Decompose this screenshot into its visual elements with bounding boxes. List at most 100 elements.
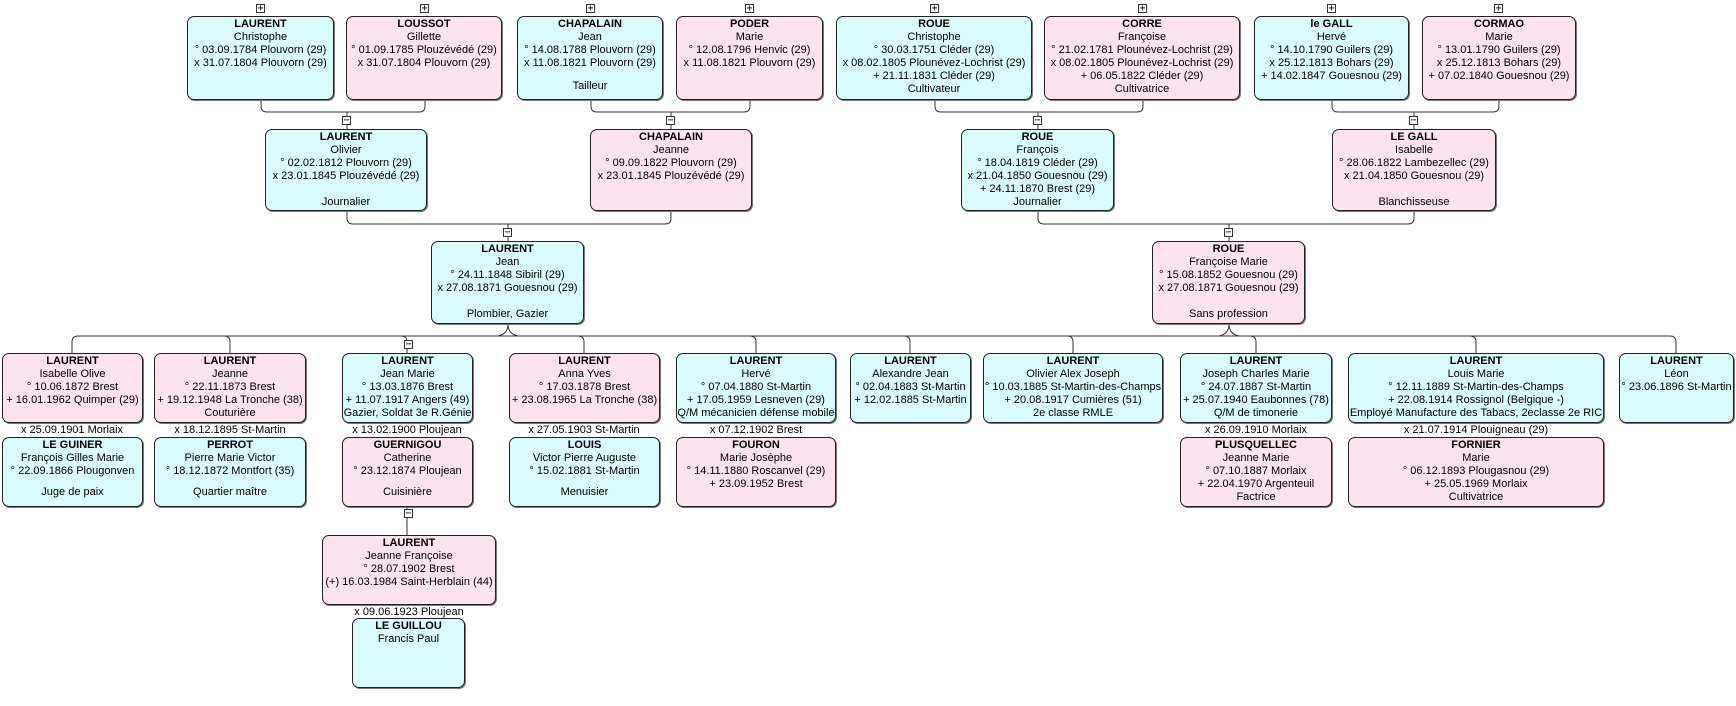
- expand-toggle-icon[interactable]: +: [930, 3, 939, 14]
- occupation: Cultivatrice: [1114, 83, 1170, 95]
- expand-toggle-icon[interactable]: +: [1138, 3, 1147, 14]
- connector-line: [1066, 335, 1074, 353]
- surname: CHAPALAIN: [558, 18, 622, 30]
- given-name: Jeanne: [652, 144, 690, 156]
- collapse-toggle-icon[interactable]: −: [1224, 227, 1233, 238]
- given-name: Olivier Alex Joseph: [1026, 368, 1120, 380]
- occupation: Cultivateur: [907, 83, 961, 95]
- collapse-toggle-icon[interactable]: −: [404, 339, 413, 350]
- given-name: Christophe: [233, 31, 288, 43]
- event-line: ° 22.09.1866 Plougonven: [10, 465, 135, 477]
- connector-line: [507, 323, 519, 337]
- surname: LAURENT: [558, 355, 611, 367]
- given-name: Francis Paul: [377, 633, 440, 645]
- event-line: ° 28.07.1902 Brest: [363, 563, 455, 575]
- given-name: Françoise: [1117, 31, 1167, 43]
- expand-toggle-icon[interactable]: +: [586, 3, 595, 14]
- collapse-toggle-icon[interactable]: −: [1033, 115, 1042, 126]
- marriage-label: x 18.12.1895 St-Martin: [174, 424, 286, 436]
- surname: LAURENT: [234, 18, 287, 30]
- occupation: Quartier maître: [193, 486, 267, 498]
- expand-toggle-icon[interactable]: +: [1327, 3, 1336, 14]
- collapse-toggle-icon[interactable]: −: [404, 508, 413, 519]
- surname: CHAPALAIN: [639, 131, 703, 143]
- event-line: (+) 16.03.1984 Saint-Herblain (44): [325, 576, 493, 588]
- event-line: x 11.08.1821 Plouvorn (29): [524, 57, 656, 69]
- collapse-toggle-icon[interactable]: −: [666, 115, 675, 126]
- event-line: ° 14.11.1880 Roscanvel (29): [686, 465, 826, 477]
- surname: FORNIER: [1451, 439, 1501, 451]
- surname: LOUSSOT: [397, 18, 451, 30]
- event-line: ° 17.03.1878 Brest: [538, 381, 631, 393]
- given-name: Isabelle Olive: [39, 368, 106, 380]
- event-line: ° 02.04.1883 St-Martin: [855, 381, 966, 393]
- marriage-label: x 09.06.1923 Ploujean: [354, 606, 464, 618]
- expand-toggle-icon[interactable]: +: [420, 3, 429, 14]
- surname: ROUE: [918, 18, 950, 30]
- expand-toggle-icon[interactable]: +: [745, 3, 754, 14]
- event-line: ° 10.06.1872 Brest: [26, 381, 119, 393]
- given-name: Christophe: [907, 31, 961, 43]
- connector-line: [1249, 335, 1257, 353]
- connector-line: [260, 100, 426, 113]
- given-name: Marie: [1462, 452, 1490, 464]
- surname: FOURON: [732, 439, 780, 451]
- given-name: Marie: [1485, 31, 1513, 43]
- connector-line: [71, 335, 1677, 353]
- surname: LOUIS: [567, 439, 602, 451]
- collapse-toggle-icon[interactable]: −: [1409, 115, 1418, 126]
- event-line: ° 07.04.1880 St-Martin: [700, 381, 812, 393]
- connector-line: [934, 100, 1144, 113]
- expand-toggle-icon[interactable]: +: [256, 3, 265, 14]
- surname: LE GALL: [1390, 131, 1438, 143]
- surname: LAURENT: [382, 537, 436, 549]
- occupation: 2e classe RMLE: [1032, 407, 1114, 419]
- connector-line: [1037, 211, 1415, 225]
- given-name: Pierre Marie Victor: [184, 452, 276, 464]
- collapse-toggle-icon[interactable]: −: [342, 115, 351, 126]
- event-line: ° 12.08.1796 Henvic (29): [688, 44, 811, 56]
- expand-toggle-icon[interactable]: +: [1494, 3, 1503, 14]
- collapse-toggle-icon[interactable]: −: [503, 227, 512, 238]
- event-line: x 23.01.1845 Plouzévédé (29): [272, 170, 420, 182]
- given-name: Catherine: [383, 452, 432, 464]
- given-name: Olivier: [330, 144, 362, 156]
- event-line: ° 13.03.1876 Brest: [361, 381, 454, 393]
- connector-line: [749, 335, 757, 353]
- event-line: + 25.05.1969 Morlaix: [1424, 478, 1528, 490]
